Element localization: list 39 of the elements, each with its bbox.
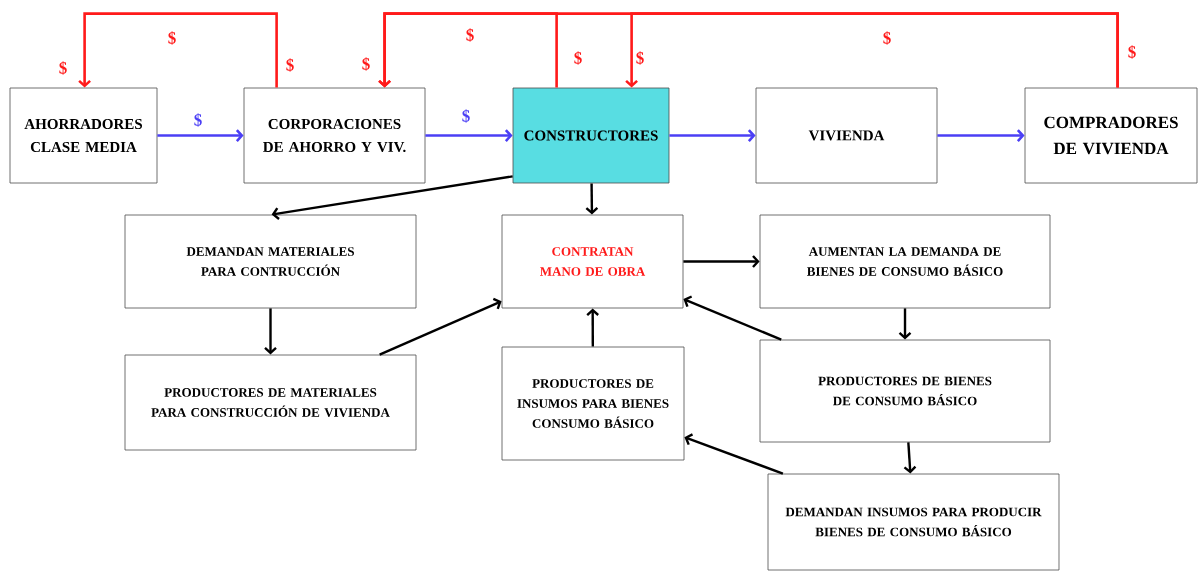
edge-label: $ bbox=[634, 50, 646, 66]
process-box: PRODUCTORES DE INSUMOS PARA BIENES CONSUMO BÁSICO bbox=[501, 346, 685, 461]
dollar-label: $ bbox=[1128, 45, 1136, 59]
dollar-label: $ bbox=[286, 58, 294, 72]
edge-label: $ bbox=[166, 30, 178, 46]
arrow bbox=[264, 308, 277, 355]
process-box: DEMANDAN MATERIALES PARA CONTRUCCIÓN bbox=[124, 214, 417, 309]
arrow bbox=[157, 129, 244, 142]
arrow bbox=[378, 12, 558, 88]
dollar-label: $ bbox=[466, 28, 474, 42]
arrow bbox=[585, 183, 599, 215]
arrow bbox=[898, 308, 912, 340]
arrow bbox=[425, 129, 513, 142]
arrow bbox=[903, 442, 917, 474]
arrow bbox=[586, 308, 599, 347]
process-box: VIVIENDA bbox=[755, 87, 938, 184]
arrow bbox=[683, 255, 760, 268]
arrow bbox=[937, 129, 1025, 142]
arrow bbox=[625, 12, 1119, 88]
process-box: COMPRADORES DE VIVIENDA bbox=[1024, 87, 1198, 184]
edge-label: $ bbox=[881, 30, 893, 46]
process-box: CONSTRUCTORES bbox=[512, 87, 670, 184]
process-box: DEMANDAN INSUMOS PARA PRODUCIR BIENES DE CONSUMO BÁSICO bbox=[767, 473, 1060, 571]
process-box: AUMENTAN LA DEMANDA DE BIENES DE CONSUMO BÁSICO bbox=[759, 214, 1051, 309]
arrow bbox=[78, 12, 278, 88]
arrow bbox=[379, 297, 502, 356]
arrow bbox=[683, 295, 782, 341]
edge-label: $ bbox=[572, 50, 584, 66]
process-box: AHORRADORES CLASE MEDIA bbox=[9, 87, 158, 184]
arrow bbox=[684, 433, 784, 475]
arrow bbox=[271, 175, 513, 220]
edge-label: $ bbox=[460, 108, 472, 124]
edge-label: $ bbox=[192, 112, 204, 128]
process-box: CONTRATAN MANO DE OBRA bbox=[501, 214, 684, 309]
arrow bbox=[669, 129, 756, 142]
process-box: CORPORACIONES DE AHORRO Y VIV. bbox=[243, 87, 426, 184]
dollar-label: $ bbox=[362, 57, 370, 71]
process-box: PRODUCTORES DE BIENES DE CONSUMO BÁSICO bbox=[759, 339, 1051, 443]
process-box: PRODUCTORES DE MATERIALES PARA CONSTRUCCIÓN DE VIVIENDA bbox=[124, 354, 417, 451]
